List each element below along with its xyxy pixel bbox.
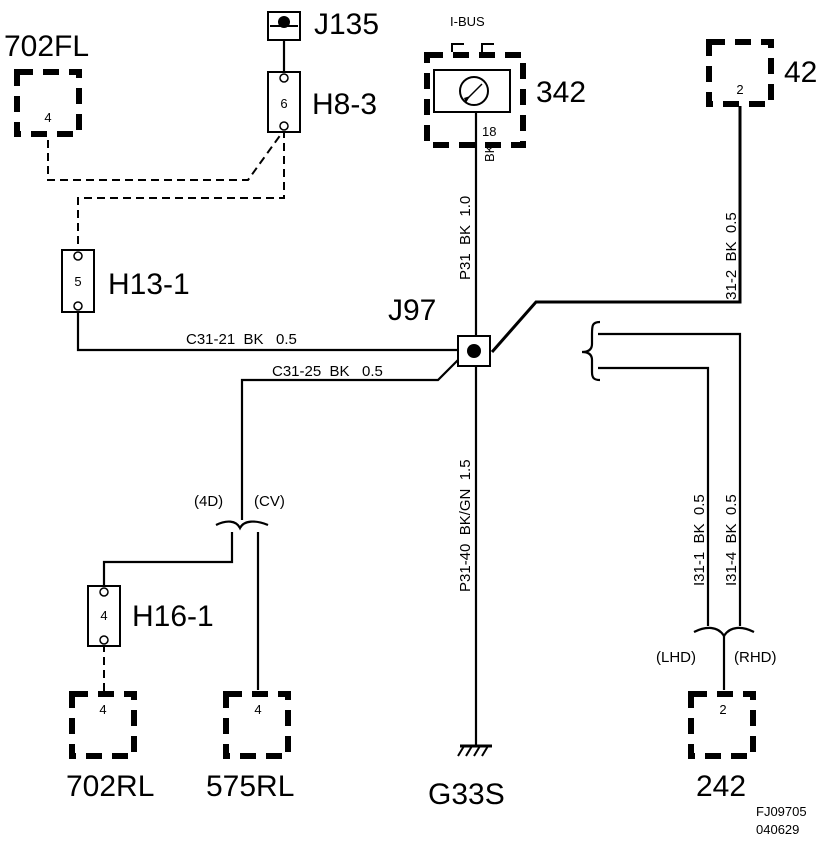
label-242: 242 (696, 770, 746, 803)
wire-split-4d-cv (215, 520, 269, 531)
label-702fl: 702FL (4, 30, 89, 63)
connector-575rl (223, 691, 291, 759)
wire-h8-3-h13-1 (77, 130, 285, 252)
pin-702rl: 4 (99, 702, 106, 717)
ground-icon (457, 744, 492, 757)
label-i-bus: I-BUS (450, 14, 485, 29)
splice-dot (467, 344, 481, 358)
wire-label-i31-2: I31-2 BK 0.5 (723, 212, 740, 304)
label-j97: J97 (388, 294, 436, 327)
connector-342 (424, 52, 526, 148)
wire-bracket (581, 320, 601, 382)
splice-j135 (267, 11, 301, 41)
wire-label-c31-21: C31-21 BK 0.5 (186, 331, 297, 348)
wire-c31-25 (240, 359, 459, 520)
motor-icon (459, 76, 489, 106)
wire-label-i31-1: I31-1 BK 0.5 (691, 494, 708, 586)
label-42: 42 (784, 56, 817, 89)
connector-702fl (14, 69, 82, 137)
pin-702fl: 4 (44, 110, 51, 125)
variant-rhd: (RHD) (734, 649, 777, 666)
label-h16-1: H16-1 (132, 600, 214, 633)
wire-i31-1 (598, 366, 710, 626)
splice-j97 (457, 335, 491, 367)
wire-label-i31-4: I31-4 BK 0.5 (723, 494, 740, 586)
label-575rl: 575RL (206, 770, 294, 803)
label-j135: J135 (314, 8, 379, 41)
wire-i31-4 (598, 332, 742, 626)
label-h13-1: H13-1 (108, 268, 190, 301)
bus-pins (451, 43, 494, 52)
diagram-date: 040629 (756, 822, 799, 837)
pin-42: 2 (736, 82, 743, 97)
pin-342: 18 (482, 124, 496, 139)
wire-label-p31-40: P31-40 BK/GN 1.5 (457, 459, 474, 592)
wire-split-lhd-rhd (693, 626, 755, 639)
label-g33s: G33S (428, 778, 505, 811)
connector-242 (688, 691, 756, 759)
pin-575rl: 4 (254, 702, 261, 717)
diagram-code: FJ09705 (756, 804, 807, 819)
variant-4d: (4D) (194, 493, 223, 510)
pin-h13-1: 5 (74, 274, 81, 289)
variant-lhd: (LHD) (656, 649, 696, 666)
wire-label-p31: P31 BK 1.0 (457, 196, 474, 280)
wire-c31-21 (76, 310, 460, 352)
connector-702rl (69, 691, 137, 759)
label-702rl: 702RL (66, 770, 154, 803)
connector-42 (706, 39, 774, 107)
pin-color-342: BK (482, 144, 497, 162)
variant-cv: (CV) (254, 493, 285, 510)
pin-h8-3: 6 (280, 96, 287, 111)
label-342: 342 (536, 76, 586, 109)
wire-702fl-h8-3 (47, 129, 285, 181)
label-h8-3: H8-3 (312, 88, 377, 121)
wire-i31-2 (490, 106, 742, 353)
wire-label-c31-25: C31-25 BK 0.5 (272, 363, 383, 380)
pin-h16-1: 4 (100, 608, 107, 623)
wire-4d-branch (102, 532, 234, 588)
pin-242: 2 (719, 702, 726, 717)
